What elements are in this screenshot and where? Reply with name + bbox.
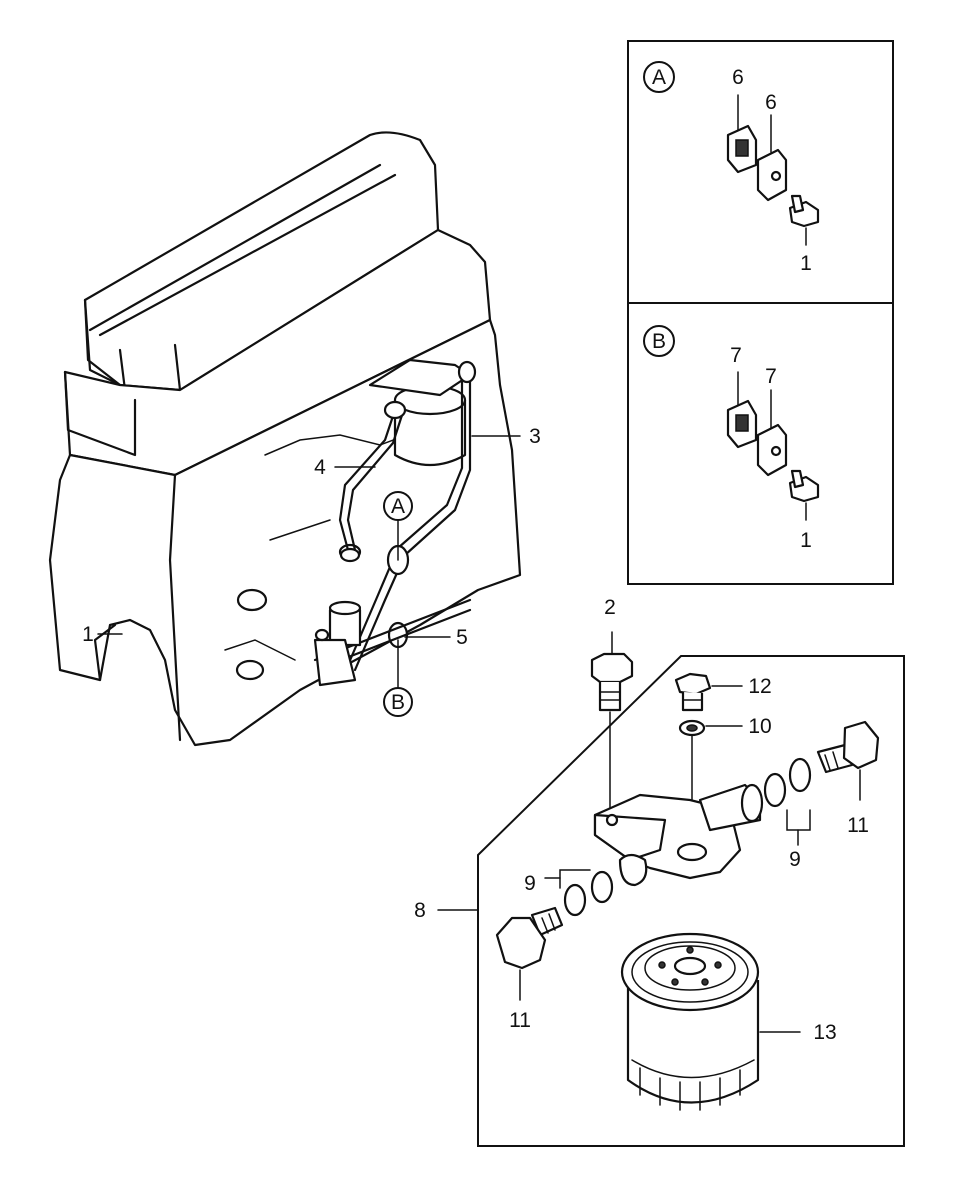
svg-text:6: 6 [732, 66, 744, 89]
detail-a: A 6 6 1 [643, 61, 820, 275]
svg-text:13: 13 [813, 1021, 836, 1044]
detail-panel [627, 40, 894, 585]
svg-text:1: 1 [82, 623, 94, 646]
engine-oil-filter [368, 358, 472, 466]
svg-text:6: 6 [765, 91, 777, 114]
plug-12: 12 [674, 672, 772, 712]
svg-text:9: 9 [789, 848, 801, 871]
svg-text:A: A [391, 495, 405, 518]
svg-text:7: 7 [730, 344, 742, 367]
svg-text:7: 7 [765, 365, 777, 388]
callout-3: 3 [471, 425, 541, 448]
filter-head [593, 783, 764, 887]
svg-text:12: 12 [748, 675, 771, 698]
marker-a-main: A [383, 491, 413, 561]
washer-10: 10 [678, 715, 772, 841]
svg-text:B: B [652, 330, 666, 353]
bolt-11-right: 11 [816, 720, 880, 837]
svg-text:10: 10 [748, 715, 771, 738]
gasket-9-left: 9 [524, 869, 614, 917]
svg-text:8: 8 [414, 899, 426, 922]
oil-tube-4 [338, 360, 477, 563]
svg-text:A: A [652, 66, 666, 89]
gasket-9-right: 9 [763, 757, 812, 871]
svg-text:B: B [391, 691, 405, 714]
svg-text:9: 9 [524, 872, 536, 895]
svg-text:4: 4 [314, 456, 326, 479]
callout-5: 5 [404, 626, 468, 649]
callout-1-engine: 1 [82, 623, 123, 646]
clamp-assembly [313, 544, 472, 687]
svg-text:1: 1 [800, 529, 812, 552]
svg-text:3: 3 [529, 425, 541, 448]
detail-b: B 7 7 1 [643, 325, 820, 552]
svg-text:2: 2 [604, 596, 616, 619]
bolt-2: 2 [590, 596, 634, 821]
bolt-11-left: 11 [495, 906, 564, 1032]
svg-text:5: 5 [456, 626, 468, 649]
callout-8: 8 [414, 899, 479, 922]
callout-4: 4 [314, 456, 376, 479]
marker-b-main: B [383, 639, 413, 717]
svg-text:1: 1 [800, 252, 812, 275]
assembly-8-frame [477, 655, 905, 1147]
oil-filter-13: 13 [620, 932, 837, 1111]
svg-text:11: 11 [509, 1009, 531, 1032]
svg-text:11: 11 [847, 814, 869, 837]
